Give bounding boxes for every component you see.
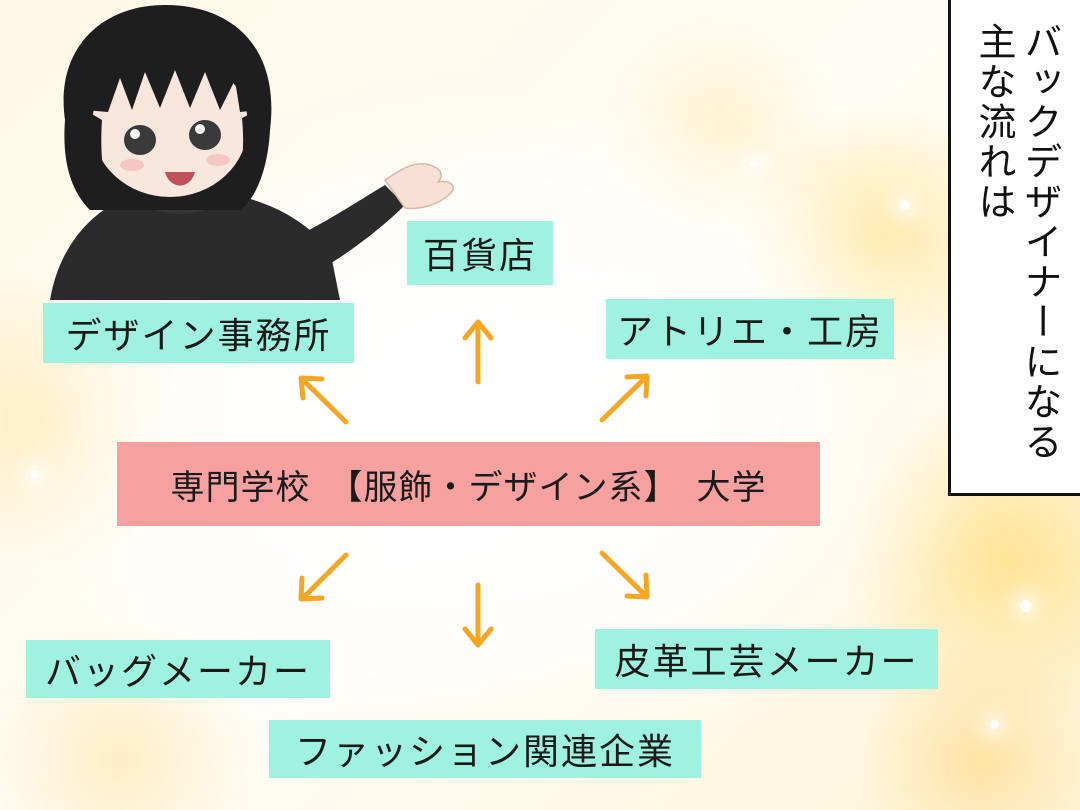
sparkle <box>30 470 40 480</box>
arrow-up <box>462 319 494 385</box>
node-department-store: 百貨店 <box>407 221 553 285</box>
vertical-title-box: バックデザイナーになる 主な流れは <box>948 0 1080 496</box>
character-illustration <box>50 5 454 300</box>
sparkle <box>1020 600 1032 612</box>
arrow-down <box>462 582 494 648</box>
vertical-title-line-1: バックデザイナーになる <box>1018 22 1062 462</box>
node-design-office: デザイン事務所 <box>43 303 354 363</box>
node-fashion-company: ファッション関連企業 <box>269 720 701 778</box>
center-node-schools: 専門学校 【服飾・デザイン系】 大学 <box>117 442 820 526</box>
node-bag-maker: バッグメーカー <box>26 640 330 698</box>
arrow-down-right <box>599 550 650 600</box>
sparkle <box>750 160 758 168</box>
node-leather-craft-maker: 皮革工芸メーカー <box>595 629 938 689</box>
arrow-down-left <box>298 552 349 602</box>
arrow-up-left <box>298 375 349 425</box>
sparkle <box>900 200 910 210</box>
node-atelier-workshop: アトリエ・工房 <box>606 299 894 359</box>
sparkle <box>990 720 999 729</box>
arrow-up-right <box>599 373 650 423</box>
vertical-title-line-2: 主な流れは <box>972 22 1016 222</box>
